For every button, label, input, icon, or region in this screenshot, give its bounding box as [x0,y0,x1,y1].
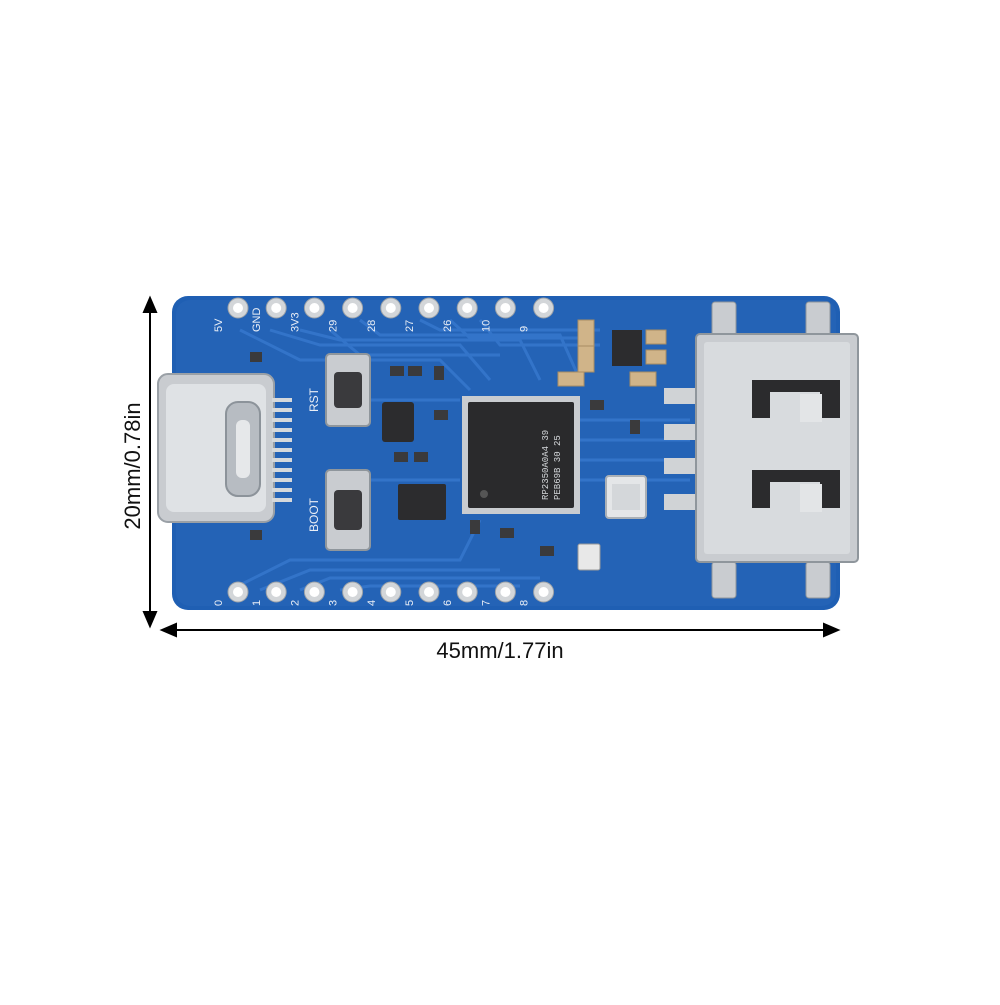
usb-a-connector [664,301,859,599]
pin-hole-center [233,587,243,597]
bottom-pin-label: 3 [328,600,340,606]
pin-hole-center [271,303,282,313]
bottom-pin-label: 4 [366,600,378,606]
pin-hole-center [347,587,358,597]
bottom-pin-label: 0 [213,600,225,606]
pin-hole-center [538,303,549,313]
top-pin-label: 3V3 [289,312,301,332]
top-pin-label: 27 [404,320,416,332]
pin-hole-center [424,587,434,597]
rgb-led [577,543,601,571]
top-pin-label: 29 [328,320,340,332]
inductor [382,402,414,442]
top-pin-label: 10 [480,320,492,332]
pin-hole-center [347,303,358,313]
top-pin-label: 28 [366,320,378,332]
rst-button [325,353,371,427]
crystal-oscillator [605,475,647,519]
width-dimension-label: 45mm/1.77in [436,638,564,663]
mosfet [612,330,642,366]
top-pin-label: GND [251,308,263,333]
boot-label: BOOT [307,497,321,532]
top-pin-label: 26 [442,320,454,332]
chip-marking-2: PEB69B 30 25 [553,435,563,500]
pcb: RST BOOT RP2350A0A4 39 PEB69B 30 25 5V GN… [157,296,859,610]
pin-hole-center [462,303,473,313]
bottom-pin-label: 1 [251,600,263,606]
bottom-pin-label: 8 [519,600,531,606]
bottom-pin-label: 2 [289,600,301,606]
pin-hole-center [271,587,282,597]
height-dimension-label: 20mm/0.78in [120,402,145,530]
bottom-pin-label: 6 [442,600,454,606]
bottom-pin-label: 7 [480,600,492,606]
rst-label: RST [307,387,321,412]
pin-hole-center [385,303,396,313]
pin-hole-center [462,587,473,597]
pin-hole-center [500,587,511,597]
pin-hole-center [538,587,549,597]
rp2350-chip [462,396,580,514]
chip-marking-1: RP2350A0A4 39 [541,430,551,500]
bottom-pin-label: 5 [404,600,416,606]
pin-hole-center [309,303,320,313]
pin-hole-center [500,303,511,313]
pin-hole-center [385,587,396,597]
pin-hole-center [424,303,434,313]
height-dimension-arrow [142,295,158,629]
pin-hole-center [233,303,243,313]
usb-c-connector [157,373,292,523]
width-dimension-arrow [159,622,841,638]
boot-button [325,469,371,551]
pin-hole-center [309,587,320,597]
top-pin-label: 9 [519,326,531,332]
voltage-regulator [398,484,446,520]
top-pin-label: 5V [213,318,225,332]
